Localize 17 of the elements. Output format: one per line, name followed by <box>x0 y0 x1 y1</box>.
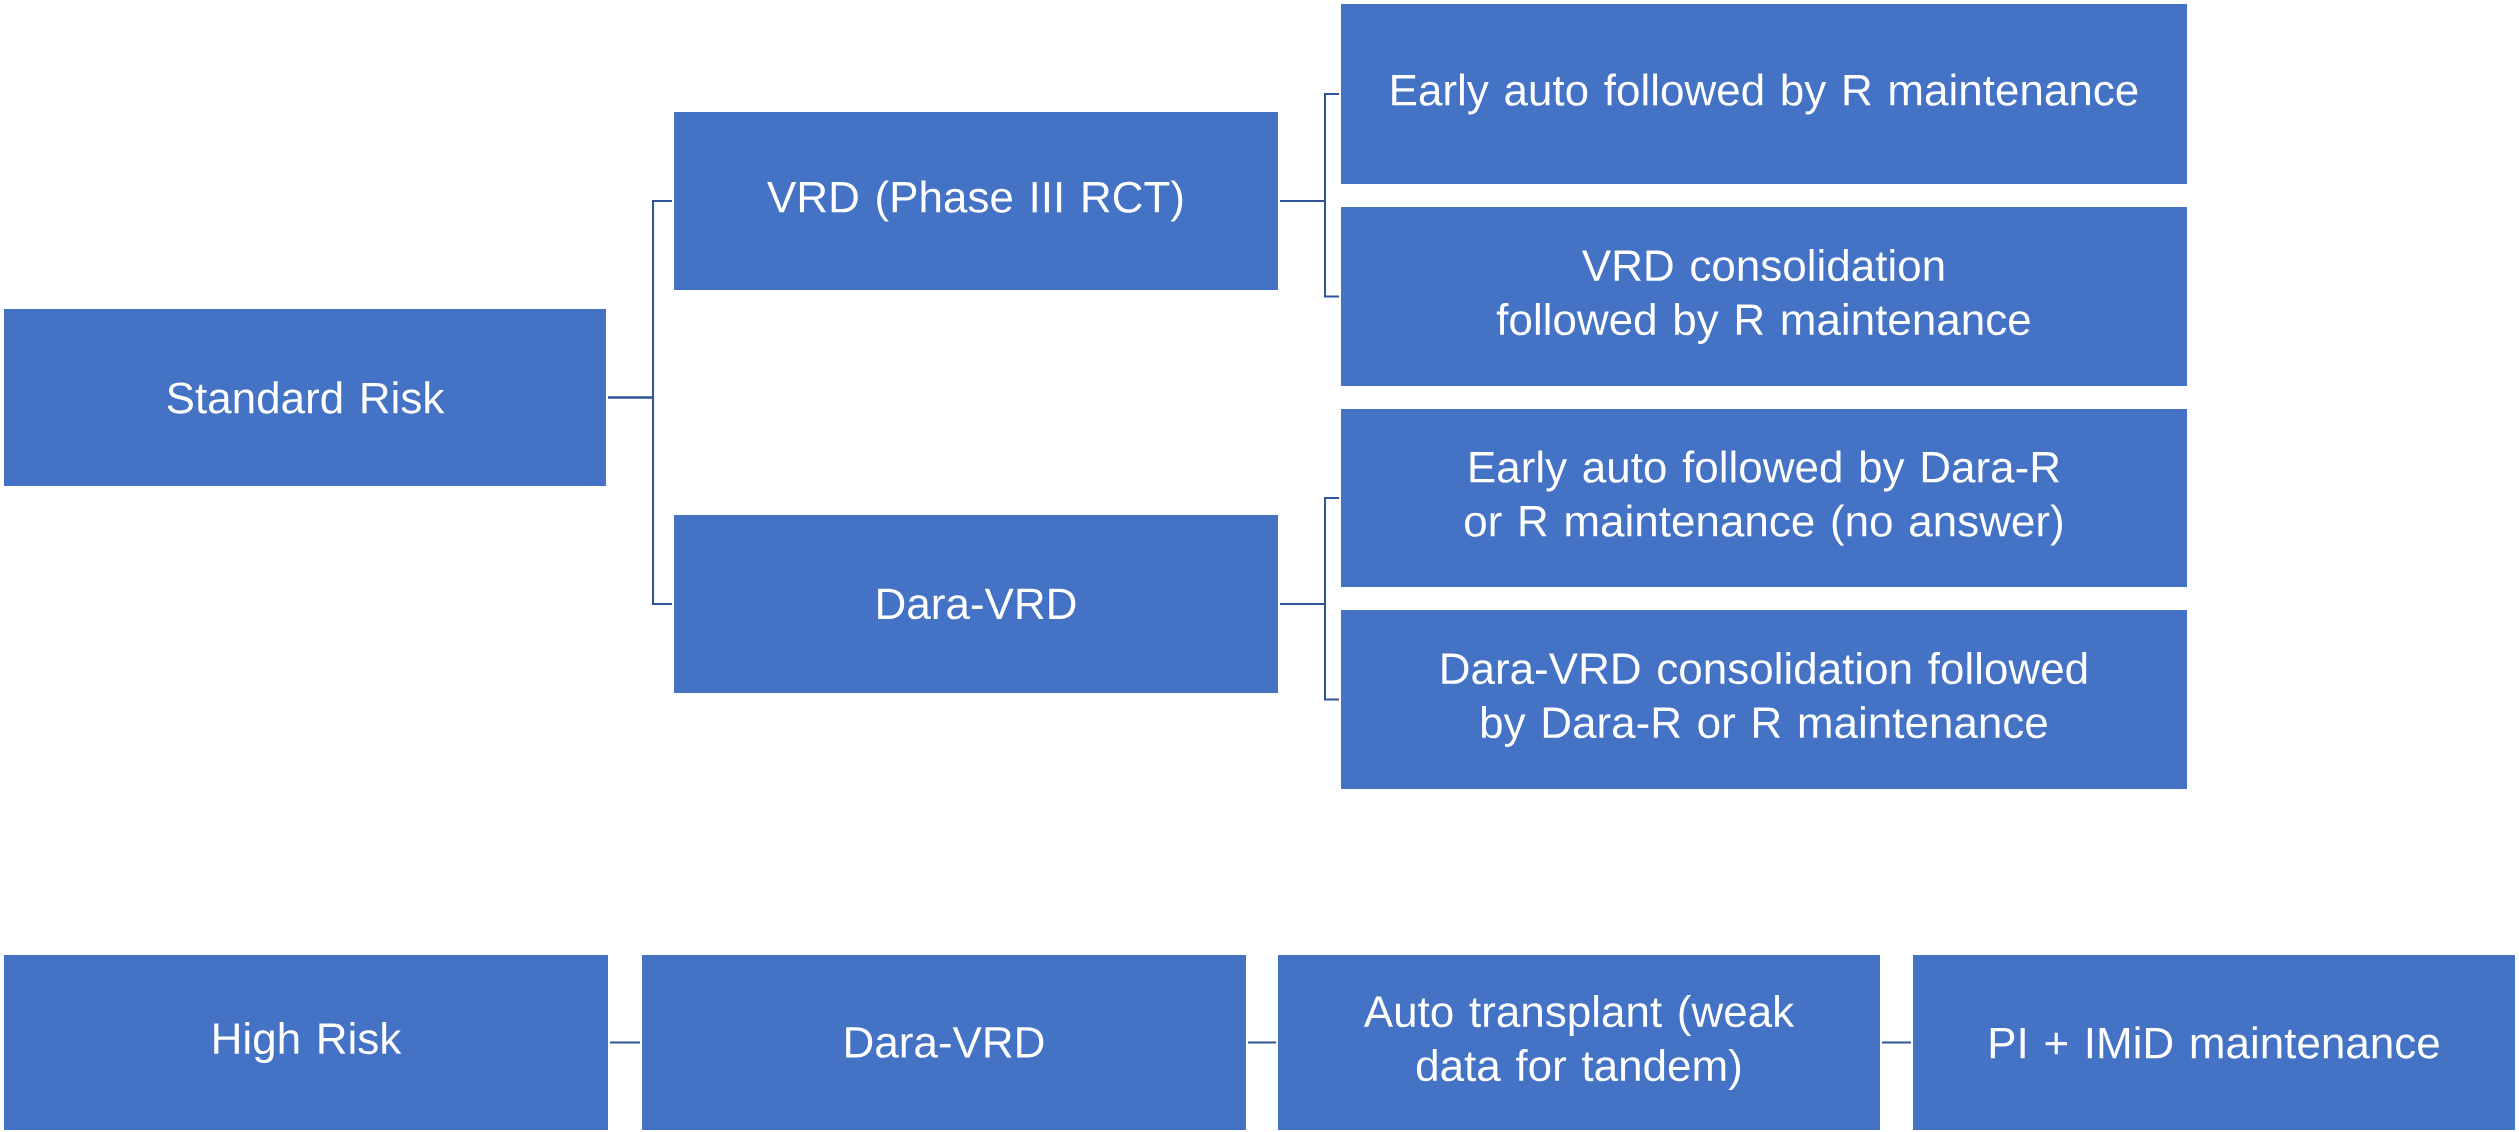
process-box: Auto transplant (weak data for tandem) <box>1276 953 1882 1132</box>
process-box: Standard Risk <box>2 307 608 488</box>
connector-line <box>607 396 673 605</box>
connector-line <box>1881 1041 1912 1044</box>
process-box: Dara-VRD consolidation followed by Dara-R or R maintenance <box>1339 608 2189 791</box>
process-box: VRD (Phase III RCT) <box>672 110 1280 292</box>
process-box: Dara-VRD <box>672 513 1280 695</box>
connector-line <box>1279 200 1340 298</box>
process-box: Early auto followed by R maintenance <box>1339 2 2189 186</box>
process-box: Dara-VRD <box>640 953 1248 1132</box>
process-box: Early auto followed by Dara-R or R maintenance (no answer) <box>1339 407 2189 589</box>
connector-line <box>609 1041 641 1044</box>
process-box: PI + IMiD maintenance <box>1911 953 2517 1132</box>
process-box: High Risk <box>2 953 610 1132</box>
connector-line <box>1247 1041 1277 1044</box>
process-box: VRD consolidation followed by R maintenance <box>1339 205 2189 388</box>
connector-line <box>1279 603 1340 701</box>
